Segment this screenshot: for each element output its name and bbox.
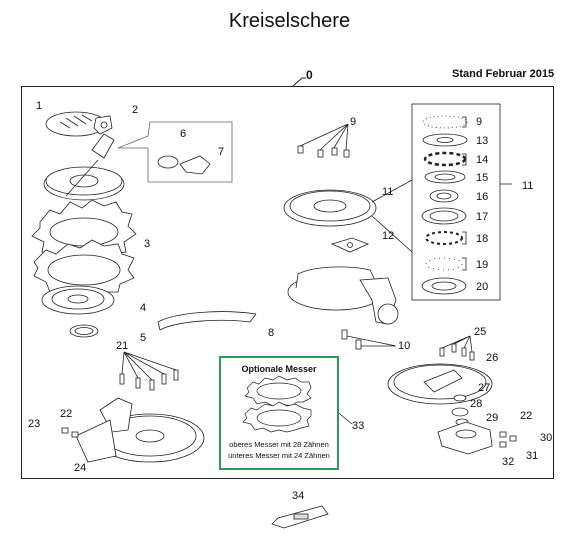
callout-7: 7 [218,146,225,158]
callout-26: 26 [486,352,499,364]
callout-24: 24 [74,462,87,474]
callout-5: 5 [140,332,147,344]
callout-3: 3 [144,238,151,250]
callout-22-left: 22 [60,408,73,420]
part-toothed-blades [31,199,137,299]
inset-callout-19: 19 [476,259,489,271]
part-ring [69,324,99,338]
inset-detail [117,121,233,183]
part-small-bolts-left [61,427,79,438]
part-mount-plate [283,189,377,227]
inset-callout-20: 20 [476,281,489,293]
callout-23: 23 [28,418,41,430]
callout-1: 1 [36,100,43,112]
part-lower-housing [41,285,115,315]
revision-date: Stand Februar 2015 [452,68,555,80]
optional-blades-line2: unteres Messer mit 24 Zähnen [228,451,330,460]
part-grease-tube [271,505,329,529]
part-cover-plate [45,111,107,137]
callout-11-right: 11 [522,180,534,192]
optional-blades-title: Optionale Messer [241,364,317,374]
part-long-bolts [119,351,179,391]
part-upper-disc [43,133,125,201]
callout-2: 2 [132,104,139,116]
callout-33: 33 [352,420,365,432]
assembly-leader [291,77,306,88]
assembly-number: 0 [306,68,313,82]
callout-6: 6 [180,128,187,140]
inset-callout-13: 13 [476,135,489,147]
part-stack-inset [371,103,512,301]
part-segment-ring [157,311,257,331]
optional-blades-line1: oberes Messer mit 28 Zähnen [229,440,329,449]
inset-callout-18: 18 [476,233,489,245]
part-lower-disc [75,397,205,463]
optional-blades-drawing [242,375,312,433]
callout-34: 34 [292,490,305,502]
part-right-gearbox [437,394,517,455]
callout-10: 10 [398,340,411,352]
callout-22-right: 22 [520,410,533,422]
callout-30: 30 [540,432,553,444]
inset-callout-14: 14 [476,154,489,166]
callout-8: 8 [268,327,275,339]
callout-27: 27 [478,382,491,394]
callout-4: 4 [140,302,147,314]
callout-25: 25 [474,326,487,338]
callout-21: 21 [116,340,129,352]
part-right-lower-disc [387,335,493,405]
callout-11: 11 [382,186,394,198]
part-bracket [93,115,113,135]
assembly-frame [21,86,554,479]
part-gearbox-housing [287,266,399,325]
part-small-plate [330,237,370,253]
callout-29: 29 [486,412,499,424]
inset-callout-9: 9 [476,116,483,128]
optional-blades-box: Optionale Messer oberes Messer mit 28 Zä… [219,356,339,470]
inset-callout-16: 16 [476,191,489,203]
part-screws [297,123,350,158]
part-bolts [341,329,397,350]
inset-callout-17: 17 [476,211,489,223]
callout-28: 28 [470,398,483,410]
callout-12: 12 [382,230,395,242]
inset-callout-15: 15 [476,172,489,184]
callout-9: 9 [350,116,357,128]
callout-32: 32 [502,456,515,468]
callout-31: 31 [526,450,539,462]
page-title: Kreiselschere [228,10,351,32]
